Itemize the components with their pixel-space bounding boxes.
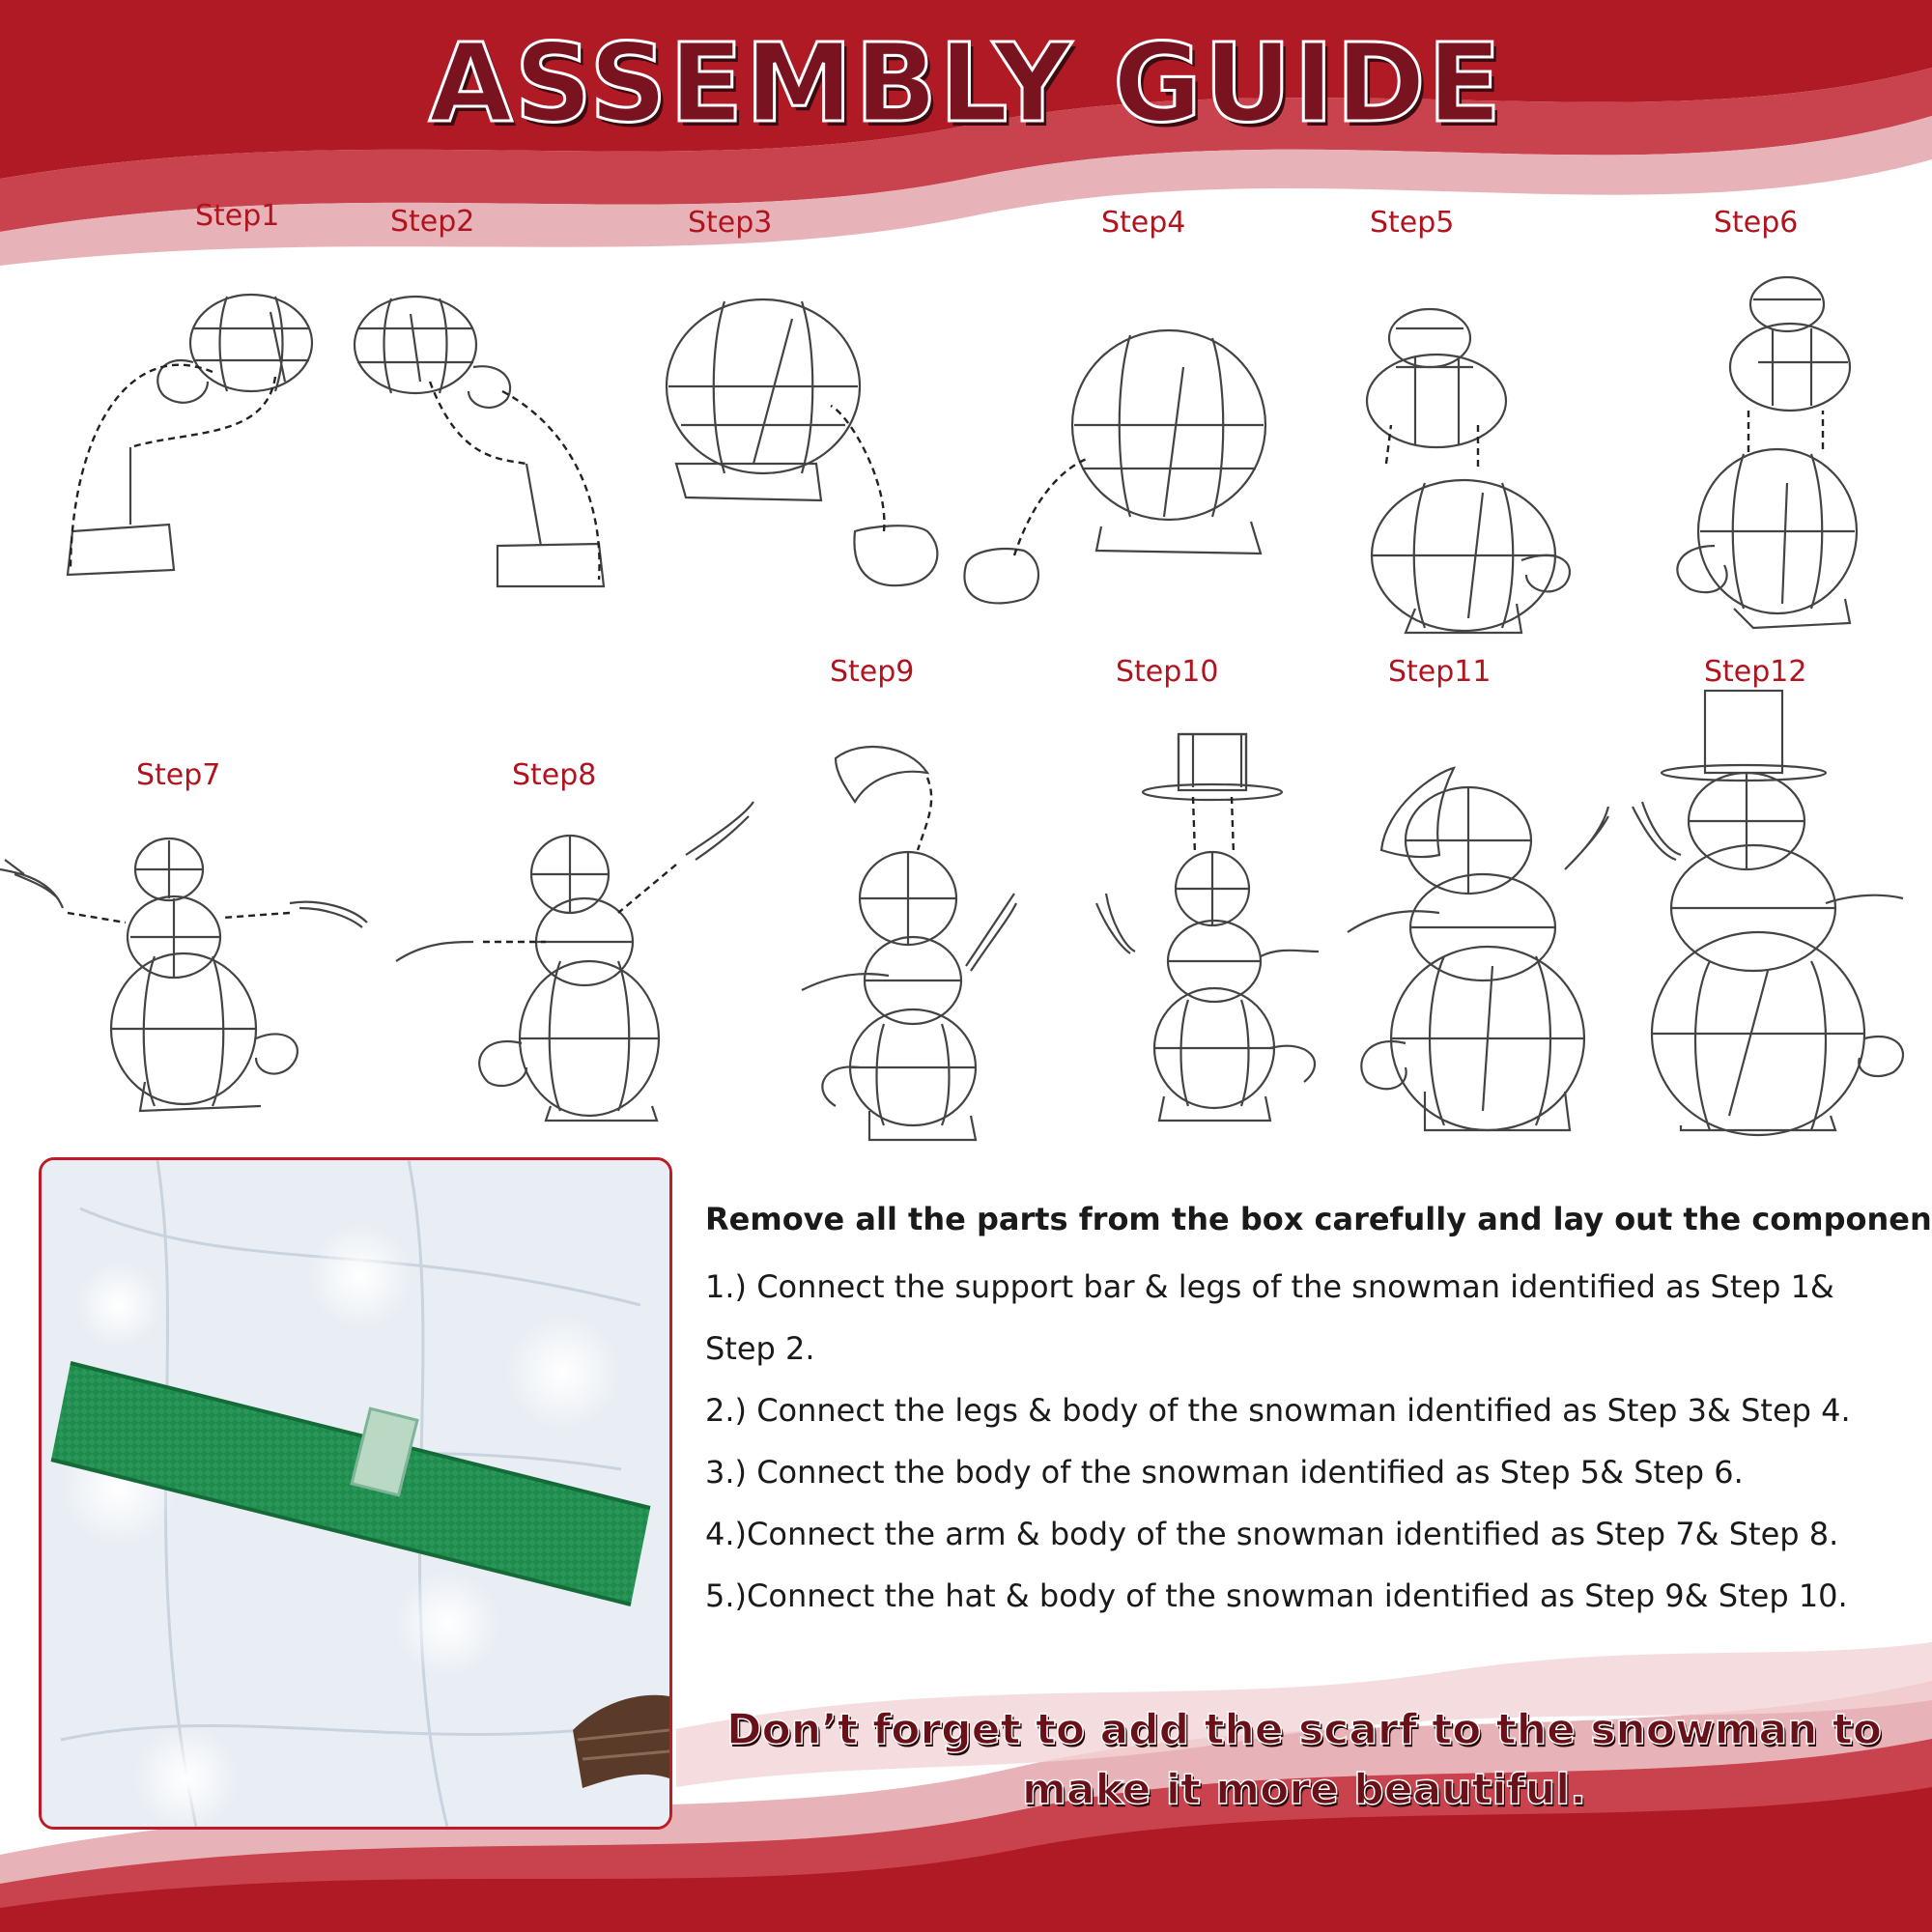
step-label-2: Step2 [390, 205, 475, 239]
scarf-photo [39, 1157, 672, 1830]
step-label-5: Step5 [1370, 206, 1455, 240]
reminder-line-2: make it more beautiful. [1021, 1764, 1586, 1815]
instructions-heading: Remove all the parts from the box carefu… [705, 1201, 1932, 1237]
step-label-9: Step9 [830, 655, 915, 689]
step-label-12: Step12 [1704, 655, 1807, 689]
instruction-line-3: 3.) Connect the body of the snowman iden… [705, 1454, 1744, 1491]
step11-diagram [1347, 758, 1618, 1135]
instruction-line-2: 2.) Connect the legs & body of the snowm… [705, 1392, 1851, 1429]
step4-diagram [956, 324, 1275, 605]
scarf-photo-illustration [42, 1160, 669, 1827]
step8-diagram [395, 797, 763, 1125]
step3-diagram [657, 290, 966, 609]
instruction-line-1: 1.) Connect the support bar & legs of th… [705, 1268, 1834, 1305]
step-label-11: Step11 [1388, 655, 1492, 689]
step12-diagram [1632, 689, 1913, 1137]
instruction-line-1-cont: Step 2. [705, 1330, 815, 1367]
step10-diagram [1087, 729, 1328, 1135]
step1-diagram [53, 285, 324, 584]
step-label-10: Step10 [1116, 655, 1219, 689]
step2-diagram [343, 285, 613, 594]
step-label-1: Step1 [195, 199, 280, 233]
step7-diagram [0, 831, 386, 1121]
scarf-reminder: Don’t forget to add the scarf to the sno… [676, 1700, 1932, 1820]
page-title: ASSEMBLY GUIDE [427, 20, 1504, 149]
instructions: Remove all the parts from the box carefu… [705, 1200, 1932, 1627]
instruction-line-4: 4.)Connect the arm & body of the snowman… [705, 1516, 1839, 1552]
reminder-line-1: Don’t forget to add the scarf to the sno… [725, 1704, 1883, 1755]
step-label-3: Step3 [688, 206, 773, 240]
step-label-8: Step8 [512, 758, 597, 792]
step6-diagram [1666, 275, 1869, 633]
step-label-6: Step6 [1714, 206, 1799, 240]
step-label-7: Step7 [136, 758, 221, 792]
step9-diagram [792, 734, 1034, 1142]
instruction-line-5: 5.)Connect the hat & body of the snowman… [705, 1577, 1848, 1614]
step-label-4: Step4 [1101, 206, 1186, 240]
step5-diagram [1357, 299, 1579, 638]
